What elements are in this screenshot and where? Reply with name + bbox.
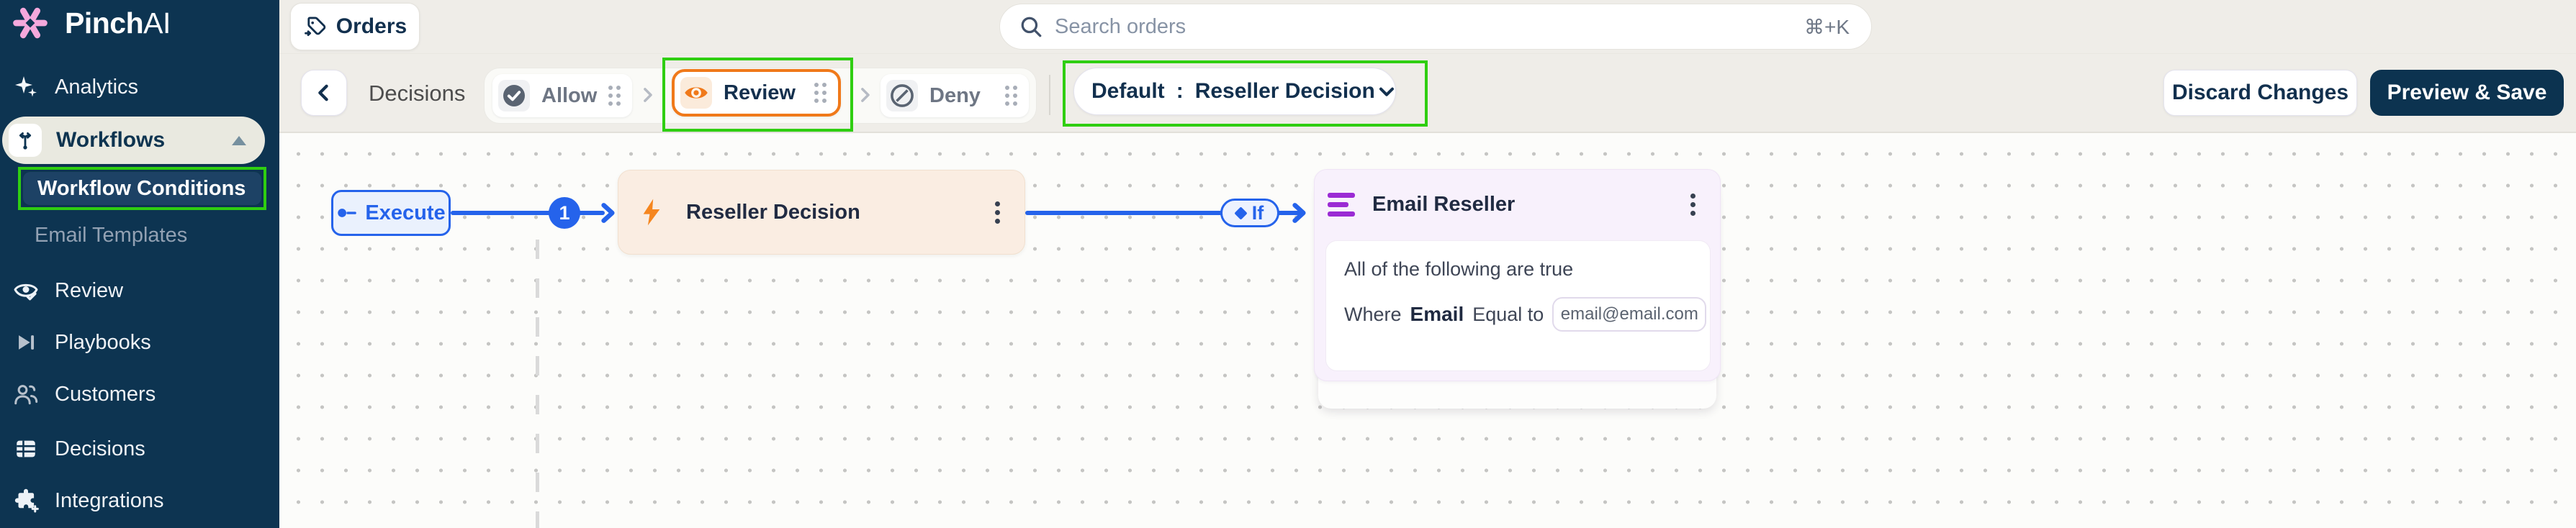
sidebar-item-customers[interactable]: Customers [13, 381, 156, 407]
search-bar[interactable]: ⌘+K [999, 4, 1872, 50]
tag-icon [303, 14, 328, 39]
sidebar: PinchAI Analytics Workflows Workflow Con… [0, 0, 279, 528]
if-badge-label: If [1251, 201, 1264, 224]
dropdown-separator: : [1176, 79, 1184, 103]
brand-name: PinchAI [65, 6, 171, 40]
sidebar-item-label: Decisions [55, 437, 145, 460]
sidebar-item-integrations[interactable]: Integrations [13, 488, 164, 514]
node-title: Reseller Decision [686, 200, 860, 224]
search-icon [1019, 14, 1043, 39]
sidebar-item-label: Customers [55, 382, 156, 406]
rule-field-label: Email [1410, 303, 1464, 325]
sidebar-item-decisions[interactable]: Decisions [13, 436, 145, 462]
drag-handle-icon[interactable] [814, 83, 827, 103]
decision-step-label: Review [724, 81, 796, 104]
eye-check-icon [13, 278, 39, 304]
execute-node[interactable]: Execute [331, 190, 451, 236]
arrowhead-icon [600, 202, 616, 224]
back-button[interactable] [301, 70, 347, 116]
kebab-menu-icon[interactable] [1690, 193, 1695, 216]
if-condition-badge[interactable]: If [1220, 199, 1279, 227]
dropdown-selected-value: Reseller Decision [1194, 79, 1375, 103]
orders-button[interactable]: Orders [290, 3, 420, 50]
plug-icon [336, 206, 359, 219]
decision-step-label: Deny [929, 83, 981, 107]
decision-step-allow[interactable]: Allow [492, 74, 632, 117]
sidebar-item-label: Workflow Conditions [37, 176, 246, 200]
eye-icon [680, 77, 712, 109]
filter-lines-icon [1328, 192, 1355, 217]
connection-order-badge[interactable]: 1 [549, 197, 580, 229]
diamond-icon [1234, 206, 1248, 220]
users-icon [13, 381, 39, 407]
rule-where-label: Where [1344, 303, 1402, 325]
default-decision-dropdown[interactable]: Default : Reseller Decision [1073, 68, 1396, 115]
sidebar-item-playbooks[interactable]: Playbooks [13, 329, 151, 355]
sidebar-item-review[interactable]: Review [13, 278, 123, 304]
condition-rule-box: All of the following are true Where Emai… [1325, 240, 1711, 371]
sidebar-item-label: Review [55, 278, 124, 302]
node-title: Email Reseller [1372, 192, 1516, 216]
brand-logo: PinchAI [12, 4, 171, 42]
email-node-header: Email Reseller [1315, 170, 1720, 239]
annotation-workflow-conditions: Workflow Conditions [18, 167, 266, 210]
dropdown-prefix-label: Default [1091, 79, 1165, 103]
decision-step-review[interactable]: Review [672, 69, 841, 117]
workflow-canvas[interactable]: 1 Execute Reseller Decision If Em [279, 133, 2576, 528]
sidebar-item-label: Analytics [55, 75, 139, 99]
sidebar-item-label: Integrations [55, 488, 164, 512]
arrowhead-icon [1292, 202, 1307, 224]
sidebar-item-label: Playbooks [55, 330, 151, 354]
kebab-menu-icon[interactable] [995, 201, 1000, 224]
reseller-decision-node[interactable]: Reseller Decision [618, 170, 1025, 255]
check-circle-icon [498, 80, 530, 111]
discard-changes-button[interactable]: Discard Changes [2163, 70, 2357, 116]
skip-forward-icon [13, 329, 39, 355]
drag-handle-icon[interactable] [1005, 86, 1017, 106]
collapse-caret-icon[interactable] [232, 135, 246, 145]
flow-connector [451, 211, 605, 215]
chevron-left-icon [312, 81, 336, 105]
decision-step-label: Allow [541, 83, 598, 107]
sidebar-item-email-templates[interactable]: Email Templates [35, 224, 188, 247]
sidebar-item-workflow-conditions[interactable]: Workflow Conditions [23, 172, 261, 205]
preview-save-button[interactable]: Preview & Save [2370, 70, 2564, 116]
breadcrumb: Decisions [369, 81, 466, 106]
sidebar-item-workflows[interactable]: Workflows [2, 117, 265, 164]
rule-header: All of the following are true [1344, 258, 1574, 280]
drag-handle-icon[interactable] [608, 86, 621, 106]
brand-name-secondary: AI [143, 6, 171, 40]
rule-value-input[interactable] [1552, 297, 1707, 332]
sidebar-item-label: Workflows [56, 128, 166, 152]
sparkles-icon [13, 74, 39, 100]
chevron-right-icon [854, 84, 875, 106]
sidebar-item-analytics[interactable]: Analytics [13, 74, 138, 100]
email-reseller-node[interactable]: Email Reseller All of the following are … [1314, 169, 1721, 381]
canvas-guide-line [536, 240, 539, 528]
orders-button-label: Orders [335, 14, 407, 38]
table-icon [13, 436, 39, 462]
asterisk-logo-icon [12, 4, 49, 42]
keyboard-shortcut-hint: ⌘+K [1803, 15, 1850, 38]
slash-circle-icon [886, 80, 918, 111]
branch-arrows-icon [9, 124, 42, 157]
rule-row: Where Email Equal to [1344, 297, 1707, 332]
puzzle-plus-icon [13, 488, 39, 514]
toolbar-divider [1049, 75, 1050, 115]
decision-step-deny[interactable]: Deny [881, 74, 1029, 117]
flow-connector [1025, 211, 1302, 215]
search-input[interactable] [1055, 14, 1804, 39]
chevron-down-icon [1375, 80, 1398, 103]
lightning-bolt-icon [636, 196, 667, 228]
execute-node-label: Execute [365, 201, 446, 224]
chevron-right-icon [636, 84, 658, 106]
rule-operator-label: Equal to [1472, 303, 1544, 325]
brand-name-primary: Pinch [65, 6, 144, 40]
